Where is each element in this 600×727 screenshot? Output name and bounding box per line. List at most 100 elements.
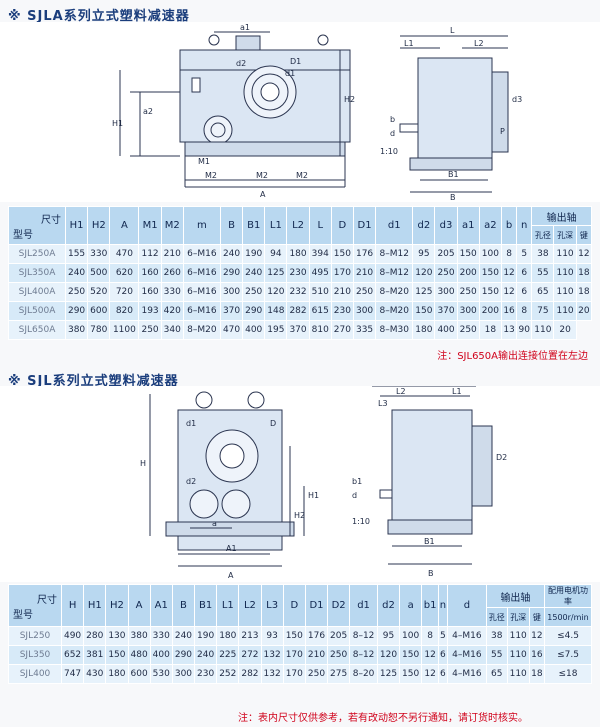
value-cell: 240 bbox=[171, 626, 196, 646]
value-cell: 6 bbox=[437, 664, 448, 684]
label-D: D bbox=[270, 419, 276, 428]
value-cell: 8 bbox=[421, 626, 439, 646]
value-cell: 600 bbox=[87, 301, 111, 321]
value-cell: 6 bbox=[516, 282, 533, 302]
value-cell: 600 bbox=[127, 664, 151, 684]
col-header: B1 bbox=[194, 584, 218, 627]
value-cell: 120 bbox=[264, 282, 288, 302]
value-cell: 270 bbox=[330, 320, 354, 340]
value-cell: 130 bbox=[105, 626, 129, 646]
label-D2: D2 bbox=[496, 453, 507, 462]
value-cell: 110 bbox=[553, 282, 577, 302]
value-cell: 290 bbox=[64, 301, 89, 321]
value-cell: 100 bbox=[399, 626, 423, 646]
value-cell: 615 bbox=[308, 301, 332, 321]
value-cell: 330 bbox=[149, 626, 173, 646]
col-header: D bbox=[282, 584, 306, 627]
col-header: L3 bbox=[260, 584, 284, 627]
value-cell: 95 bbox=[376, 626, 401, 646]
label-d: d bbox=[352, 491, 357, 500]
value-cell: 6–M16 bbox=[182, 301, 221, 321]
value-cell: 195 bbox=[264, 320, 288, 340]
value-cell: 160 bbox=[138, 282, 162, 302]
sjla-spec-table: 尺寸 型号 H1 H2 A M1 M2 m B B1 L1 L2 L D D1 … bbox=[8, 206, 593, 340]
value-cell: 510 bbox=[308, 282, 332, 302]
value-cell: 150 bbox=[105, 645, 129, 665]
value-cell: 400 bbox=[149, 645, 173, 665]
value-cell: 381 bbox=[83, 645, 107, 665]
value-cell: 132 bbox=[260, 664, 284, 684]
corner-bottom: 型号 bbox=[13, 609, 33, 621]
model-cell: SJL350 bbox=[8, 645, 62, 665]
value-cell: 5 bbox=[437, 626, 448, 646]
value-cell: 8 bbox=[516, 301, 533, 321]
value-cell: 110 bbox=[553, 301, 577, 321]
col-header: D2 bbox=[327, 584, 351, 627]
value-cell: 125 bbox=[264, 263, 288, 283]
value-cell: 6 bbox=[516, 263, 533, 283]
value-cell: 94 bbox=[264, 244, 288, 264]
value-cell: 110 bbox=[553, 263, 577, 283]
output-sub-header: 键 bbox=[575, 225, 593, 245]
label-B: B bbox=[450, 193, 456, 202]
value-cell: 470 bbox=[219, 320, 244, 340]
corner-header: 尺寸 型号 bbox=[8, 584, 62, 627]
col-header: A bbox=[109, 206, 140, 245]
value-cell: 495 bbox=[308, 263, 332, 283]
value-cell: 810 bbox=[308, 320, 332, 340]
value-cell: 240 bbox=[219, 244, 244, 264]
value-cell: 530 bbox=[149, 664, 173, 684]
value-cell: 20 bbox=[553, 320, 577, 340]
value-cell: 400 bbox=[434, 320, 458, 340]
output-sub-header: 孔径 bbox=[485, 607, 508, 627]
col-header: d2 bbox=[376, 584, 401, 627]
value-cell: 16 bbox=[500, 301, 518, 321]
value-cell: 16 bbox=[528, 645, 546, 665]
value-cell: 150 bbox=[478, 263, 502, 283]
label-M2-right: M2 bbox=[296, 171, 308, 180]
value-cell: 20 bbox=[575, 301, 593, 321]
col-header: A bbox=[127, 584, 151, 627]
value-cell: 370 bbox=[434, 301, 458, 321]
value-cell: 290 bbox=[242, 301, 266, 321]
label-H1: H1 bbox=[308, 491, 319, 500]
output-sub-header: 孔径 bbox=[531, 225, 555, 245]
value-cell: 300 bbox=[219, 282, 244, 302]
value-cell: 176 bbox=[352, 244, 377, 264]
col-header: D1 bbox=[352, 206, 377, 245]
value-cell: 300 bbox=[456, 301, 480, 321]
value-cell: 12 bbox=[500, 282, 518, 302]
value-cell: 150 bbox=[330, 244, 354, 264]
label-A: A bbox=[228, 571, 234, 580]
value-cell: 490 bbox=[60, 626, 85, 646]
value-cell: 250 bbox=[64, 282, 89, 302]
corner-bottom: 型号 bbox=[13, 229, 33, 241]
value-cell: 75 bbox=[531, 301, 555, 321]
col-header: d bbox=[446, 584, 487, 627]
value-cell: 250 bbox=[304, 664, 329, 684]
value-cell: 170 bbox=[330, 263, 354, 283]
label-L2: L2 bbox=[396, 387, 406, 396]
value-cell: 290 bbox=[171, 645, 196, 665]
value-cell: 200 bbox=[456, 263, 480, 283]
label-D1: D1 bbox=[290, 57, 301, 66]
value-cell: 18 bbox=[478, 320, 502, 340]
value-cell: 250 bbox=[242, 282, 266, 302]
label-L1: L1 bbox=[452, 387, 462, 396]
sjl-note: 注：表内尺寸仅供参考，若有改动恕不另行通知，请订货时核实。 bbox=[238, 713, 528, 724]
col-header: L bbox=[308, 206, 332, 245]
value-cell: 148 bbox=[264, 301, 288, 321]
value-cell: 125 bbox=[412, 282, 436, 302]
label-L3: L3 bbox=[378, 399, 388, 408]
label-M1: M1 bbox=[198, 157, 210, 166]
sjla-drawing: a1 d2 D1 d1 H1 a2 H2 M1 M2 M2 M2 A L L1 … bbox=[0, 22, 600, 202]
col-header: d2 bbox=[412, 206, 436, 245]
model-cell: SJL350A bbox=[8, 263, 66, 283]
value-cell: 240 bbox=[64, 263, 89, 283]
value-cell: 394 bbox=[308, 244, 332, 264]
col-header: L1 bbox=[216, 584, 240, 627]
value-cell: 720 bbox=[109, 282, 140, 302]
value-cell: 8 bbox=[500, 244, 518, 264]
value-cell: 65 bbox=[485, 664, 508, 684]
value-cell: 55 bbox=[485, 645, 508, 665]
